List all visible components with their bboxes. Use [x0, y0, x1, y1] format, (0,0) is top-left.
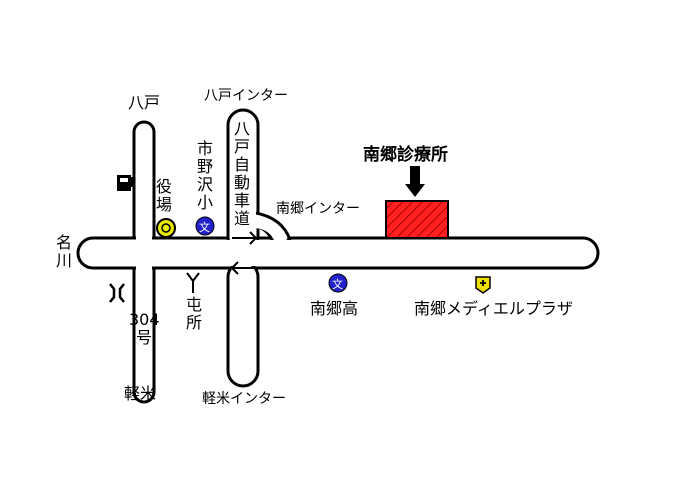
svg-text:道: 道 — [234, 209, 250, 228]
svg-text:市: 市 — [197, 139, 213, 158]
nango-high-label: 南郷高 — [310, 299, 358, 318]
karumai-south-label: 軽米 — [124, 384, 156, 403]
expressway-label: 八 戸 自 動 車 道 — [234, 119, 250, 228]
svg-text:動: 動 — [234, 173, 250, 192]
medical-plaza-label: 南郷メディエルプラザ — [414, 299, 573, 318]
town-office-label: 役 場 — [156, 177, 172, 214]
svg-text:戸: 戸 — [234, 137, 250, 156]
ichinosawa-school-label: 市 野 沢 小 — [197, 139, 213, 212]
town-office-icon — [156, 218, 176, 238]
arrow-south-icon — [230, 261, 256, 275]
svg-text:野: 野 — [197, 157, 213, 176]
svg-text:沢: 沢 — [197, 175, 213, 194]
svg-text:文: 文 — [332, 277, 343, 291]
svg-text:役: 役 — [156, 177, 172, 196]
nango-high-icon: 文 — [328, 273, 348, 293]
post-office-label: 屯 所 — [186, 295, 202, 332]
clinic-pointer-icon — [405, 166, 425, 197]
bridge-icon — [109, 283, 125, 303]
clinic-label: 南郷診療所 — [363, 144, 448, 165]
svg-text:小: 小 — [197, 193, 213, 212]
road-fills — [80, 112, 596, 400]
nango-ic-label: 南郷インター — [276, 201, 360, 217]
svg-text:名: 名 — [56, 233, 72, 252]
svg-text:八: 八 — [234, 119, 250, 138]
svg-text:所: 所 — [186, 313, 202, 332]
karumai-ic-label: 軽米インター — [202, 391, 286, 407]
svg-text:屯: 屯 — [186, 295, 202, 314]
route-304-suffix: 号 — [136, 328, 152, 347]
river-label: 名 川 — [56, 233, 72, 270]
svg-text:場: 場 — [156, 195, 172, 214]
svg-text:自: 自 — [234, 155, 250, 174]
medical-plaza-icon — [475, 276, 491, 294]
svg-text:文: 文 — [199, 220, 210, 234]
svg-text:車: 車 — [234, 191, 250, 210]
ic-arrows — [230, 231, 258, 275]
hachinohe-ic-label: 八戸インター — [204, 88, 288, 104]
post-branch-icon — [186, 272, 200, 293]
clinic-building — [385, 200, 449, 239]
gas-station-icon — [117, 175, 134, 191]
hachinohe-north-label: 八戸 — [128, 93, 160, 112]
arrow-north-icon — [232, 231, 258, 245]
route-304-number: 304 — [129, 310, 160, 329]
svg-text:川: 川 — [56, 251, 72, 270]
ichinosawa-school-icon: 文 — [195, 216, 215, 236]
